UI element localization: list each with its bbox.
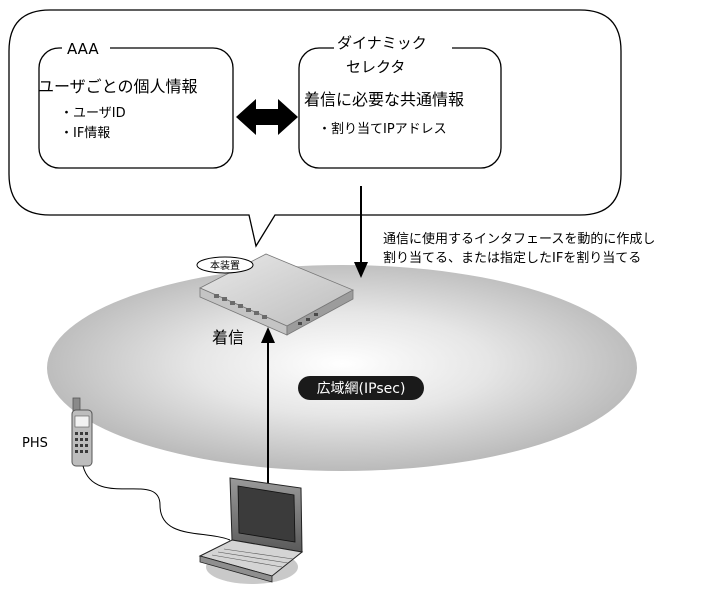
selector-title-line1: ダイナミック [337, 34, 427, 52]
network-label: 広域網(IPsec) [317, 381, 406, 397]
up-arrow-icon [261, 327, 275, 488]
device-label-oval [196, 256, 254, 274]
aaa-box: AAA ユーザごとの個人情報 ・ユーザID ・IF情報 [38, 38, 234, 169]
device-label: 本装置 [210, 259, 240, 272]
laptop-icon [198, 477, 304, 584]
device-caption: 着信 [212, 328, 244, 347]
aaa-heading: ユーザごとの個人情報 [38, 77, 198, 96]
aaa-item-user-id: ・ユーザID [60, 106, 126, 121]
aaa-item-if-info: ・IF情報 [60, 126, 110, 141]
phs-handset-icon [71, 397, 93, 467]
phs-cable [82, 465, 231, 541]
selector-title-line2: セレクタ [346, 58, 405, 76]
selector-heading: 着信に必要な共通情報 [304, 90, 464, 109]
annotation-line2: 割り当てる、または指定したIFを割り当てる [383, 250, 641, 266]
double-arrow-icon [236, 99, 298, 135]
dynamic-selector-box: ダイナミック セレクタ 着信に必要な共通情報 ・割り当てIPアドレス [298, 34, 502, 169]
selector-item-ip-address: ・割り当てIPアドレス [318, 121, 447, 137]
phs-label: PHS [22, 436, 48, 451]
wide-area-network-ellipse [47, 265, 637, 471]
aaa-title: AAA [67, 40, 99, 58]
annotation-line1: 通信に使用するインタフェースを動的に作成し [383, 231, 655, 247]
down-arrow-icon [354, 186, 368, 278]
network-badge [298, 376, 424, 400]
